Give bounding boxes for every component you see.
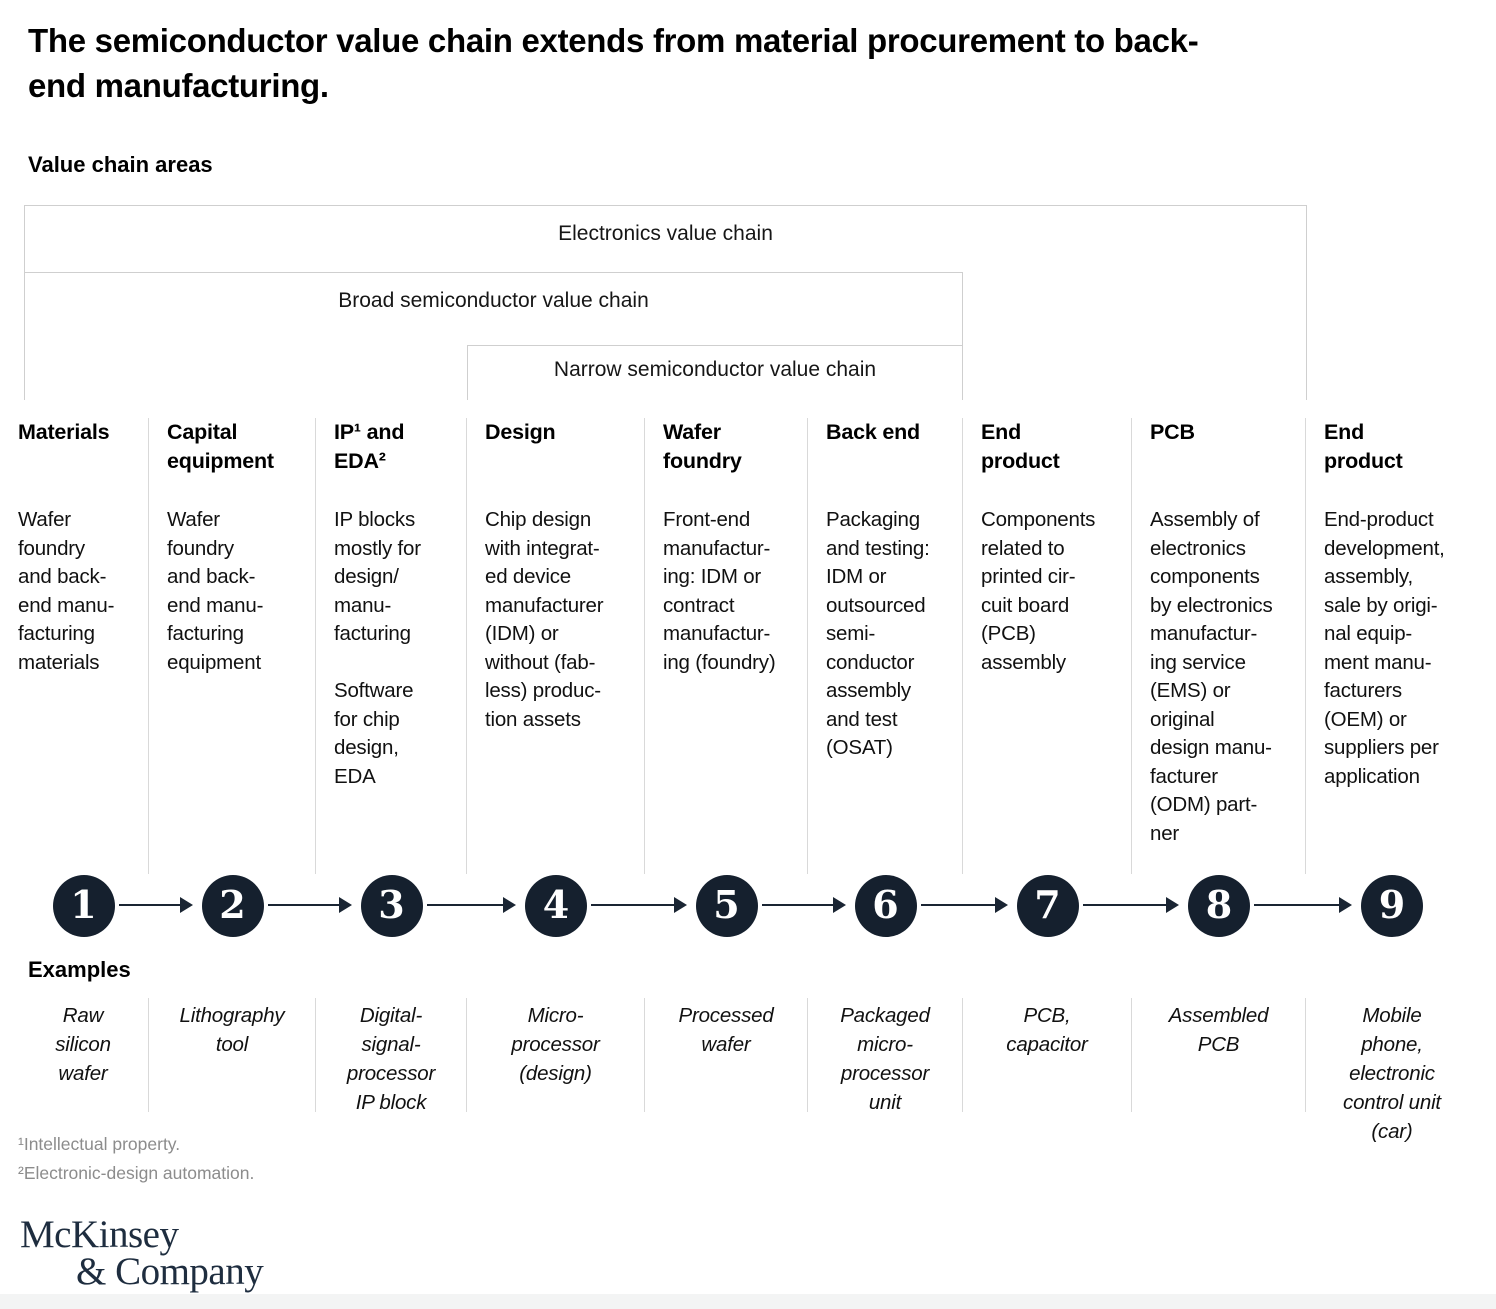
step-cell: 5 (645, 874, 808, 938)
column-description: Wafer foundry and back- end manu- factur… (167, 508, 264, 674)
broad-semiconductor-value-chain-label: Broad semiconductor value chain (338, 289, 649, 312)
logo-line-1: McKinsey (20, 1213, 179, 1256)
step-number-badge: 6 (854, 875, 917, 937)
value-chain-columns: Materials Wafer foundry and back- end ma… (18, 418, 1478, 874)
step-cell: 2 (149, 874, 316, 938)
step-number-badge: 2 (201, 875, 264, 937)
step-number-badge: 7 (1016, 875, 1079, 937)
electronics-value-chain-label: Electronics value chain (558, 222, 773, 245)
example-item: Micro- processor (design) (467, 998, 645, 1112)
footnote-intellectual-property: ¹Intellectual property. (18, 1134, 181, 1154)
value-chain-areas-label: Value chain areas (28, 152, 213, 177)
example-item: Digital- signal- processor IP block (316, 998, 467, 1114)
value-chain-steps-row: 1 2 3 4 5 6 7 8 9 (18, 874, 1478, 938)
column-description: Packaging and testing: IDM or outsourced… (826, 508, 930, 759)
step-cell: 8 (1132, 874, 1306, 938)
step-number-badge: 3 (360, 875, 423, 937)
step-number-badge: 5 (695, 875, 758, 937)
examples-row: Raw silicon wafer Lithography tool Digit… (18, 998, 1478, 1143)
logo-line-2: & Company (76, 1250, 264, 1293)
broad-semiconductor-value-chain-bracket: Broad semiconductor value chain (24, 272, 963, 400)
value-chain-brackets: Electronics value chain Broad semiconduc… (0, 205, 1496, 400)
value-chain-column: End product Components related to printe… (963, 418, 1132, 874)
step-cell: 1 (18, 874, 149, 938)
flow-arrow (920, 897, 1008, 913)
narrow-semiconductor-value-chain-label: Narrow semiconductor value chain (553, 358, 877, 381)
example-item: Processed wafer (645, 998, 808, 1112)
value-chain-column: Capital equipment Wafer foundry and back… (149, 418, 316, 874)
step-cell: 3 (316, 874, 467, 938)
step-number-badge: 9 (1361, 875, 1423, 937)
example-item: Lithography tool (149, 998, 316, 1112)
column-description: Chip design with integrat- ed device man… (485, 508, 604, 731)
column-header: Wafer foundry (663, 420, 742, 473)
example-item: Assembled PCB (1132, 998, 1306, 1112)
narrow-semiconductor-value-chain-bracket: Narrow semiconductor value chain (467, 345, 963, 400)
flow-arrow (426, 897, 516, 913)
step-cell: 4 (467, 874, 645, 938)
value-chain-column: Design Chip design with integrat- ed dev… (467, 418, 645, 874)
value-chain-column: PCB Assembly of electronics components b… (1132, 418, 1306, 874)
value-chain-column: Wafer foundry Front-end manufactur- ing:… (645, 418, 808, 874)
step-number-badge: 4 (525, 875, 587, 937)
column-description: End-product development, assembly, sale … (1324, 508, 1445, 788)
column-header: Capital equipment (167, 420, 274, 473)
example-item: Raw silicon wafer (18, 998, 149, 1112)
step-number-badge: 1 (52, 875, 115, 937)
column-header: Back end (826, 420, 920, 444)
step-number-badge: 8 (1188, 875, 1250, 937)
value-chain-column: IP¹ and EDA² IP blocks mostly for design… (316, 418, 467, 874)
column-description: Wafer foundry and back- end manu- factur… (18, 508, 115, 674)
value-chain-column: Materials Wafer foundry and back- end ma… (18, 418, 149, 874)
column-header: End product (1324, 420, 1403, 473)
footnote-electronic-design-automation: ²Electronic-design automation. (18, 1163, 255, 1183)
step-cell: 6 (808, 874, 963, 938)
flow-arrow (591, 897, 686, 913)
mckinsey-logo: McKinsey & Company (20, 1213, 264, 1293)
flow-arrow (1254, 897, 1352, 913)
column-description: Front-end manufactur- ing: IDM or contra… (663, 508, 776, 674)
flow-arrow (761, 897, 846, 913)
value-chain-column: Back end Packaging and testing: IDM or o… (808, 418, 963, 874)
column-description: Assembly of electronics components by el… (1150, 508, 1273, 845)
step-cell: 9 (1306, 874, 1478, 938)
flow-arrow (267, 897, 352, 913)
bottom-strip (0, 1294, 1496, 1309)
value-chain-column: End product End-product development, ass… (1306, 418, 1478, 874)
example-item: Packaged micro- processor unit (808, 998, 963, 1114)
column-header: Materials (18, 420, 110, 444)
example-item: Mobile phone, electronic control unit (c… (1343, 1004, 1441, 1143)
column-header: Design (485, 420, 556, 444)
footnotes: ¹Intellectual property. ²Electronic-desi… (18, 1130, 254, 1188)
flow-arrow (118, 897, 193, 913)
column-header: End product (981, 420, 1060, 473)
step-cell: 7 (963, 874, 1132, 938)
exhibit-title: The semiconductor value chain extends fr… (28, 22, 1199, 104)
column-header: PCB (1150, 420, 1195, 444)
examples-label: Examples (28, 957, 131, 982)
example-item: PCB, capacitor (963, 998, 1132, 1112)
column-description: IP blocks mostly for design/ manu- factu… (334, 508, 421, 788)
column-header: IP¹ and EDA² (334, 420, 405, 473)
column-description: Components related to printed cir- cuit … (981, 508, 1096, 674)
flow-arrow (1082, 897, 1179, 913)
